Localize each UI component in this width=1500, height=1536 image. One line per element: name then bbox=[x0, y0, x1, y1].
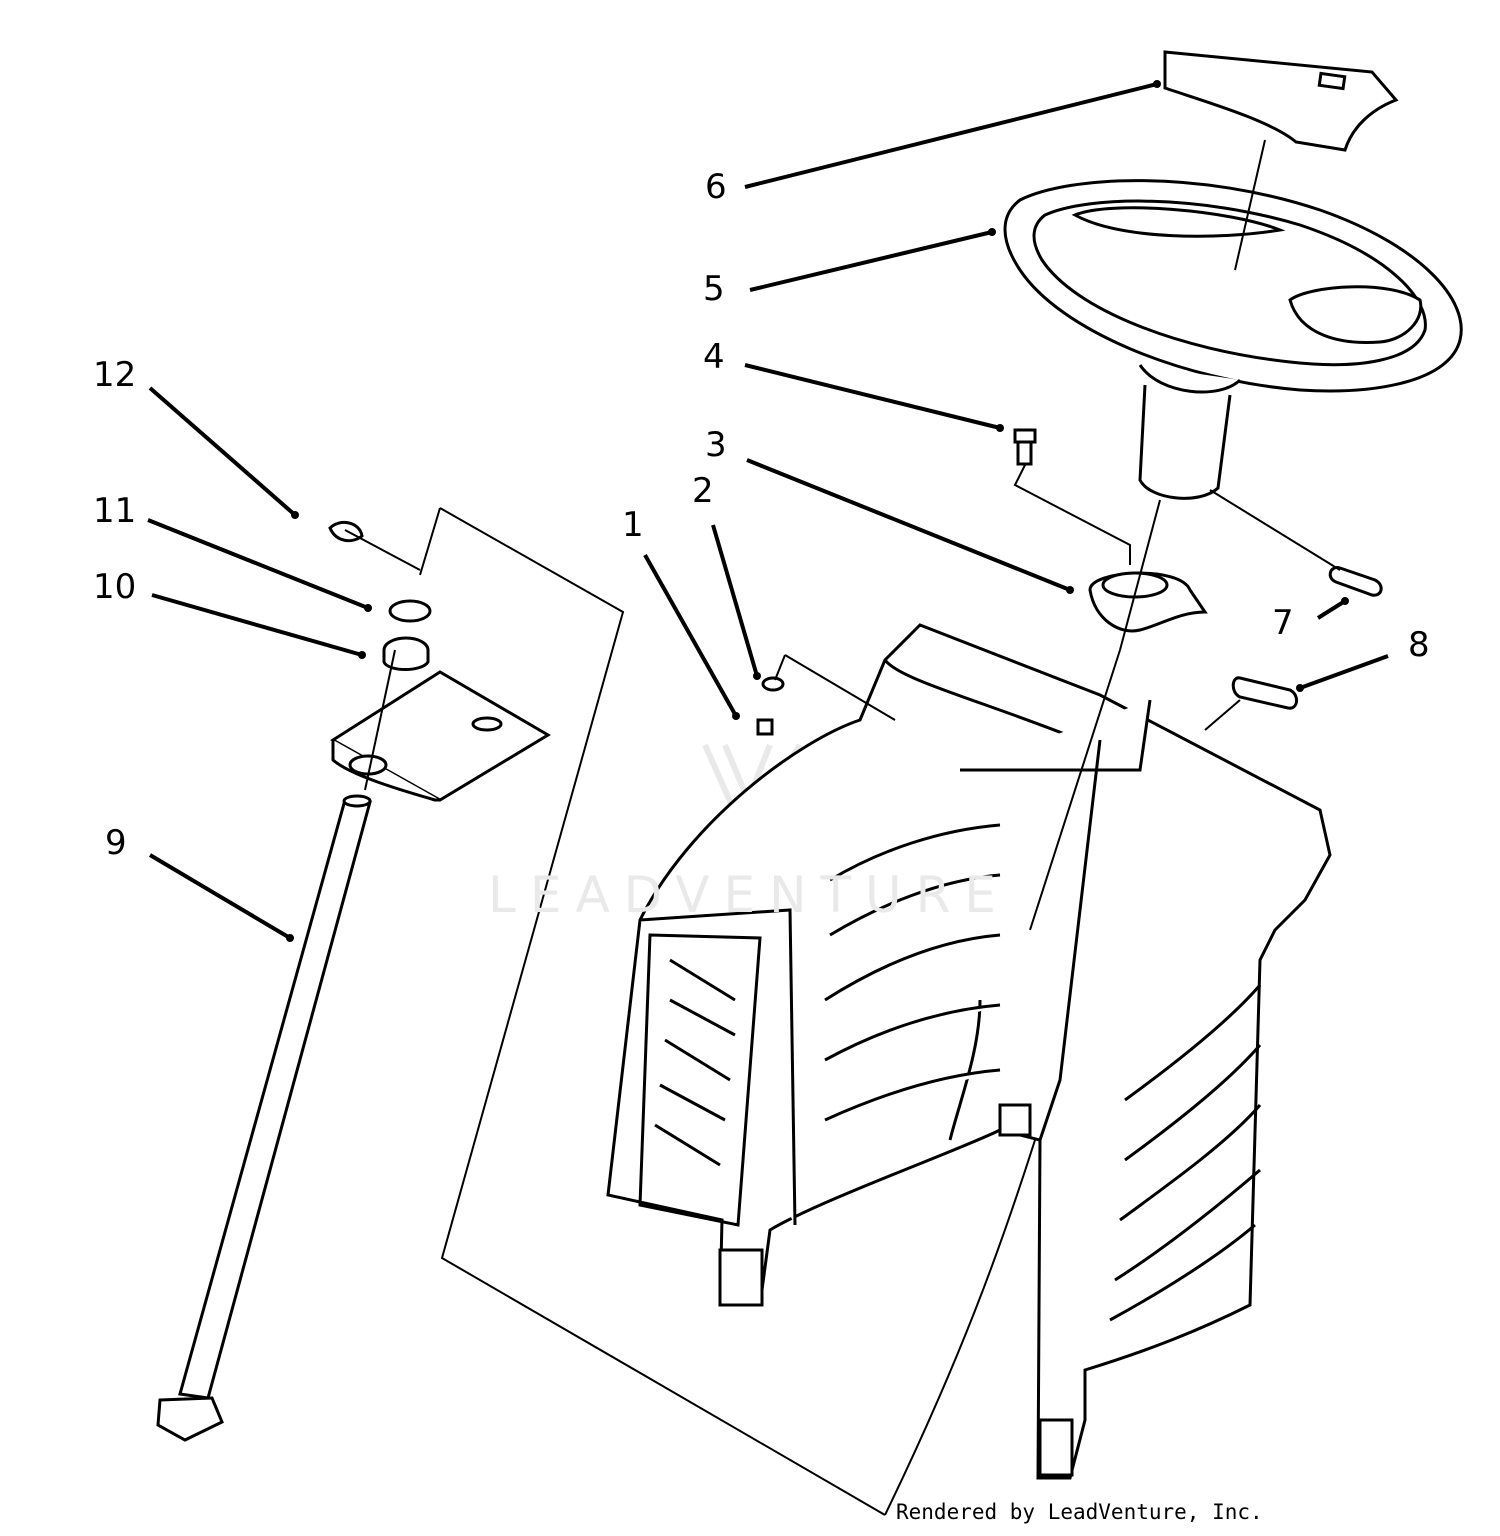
steering-hub bbox=[1088, 571, 1208, 633]
callout-2: 2 bbox=[692, 471, 714, 511]
callout-3: 3 bbox=[705, 425, 727, 465]
steering-shaft bbox=[156, 794, 372, 1442]
dashboard-console bbox=[606, 623, 1332, 1480]
callout-4: 4 bbox=[703, 337, 725, 377]
rendered-by-credit: Rendered by LeadVenture, Inc. bbox=[896, 1500, 1263, 1524]
callout-1: 1 bbox=[622, 505, 644, 545]
callout-10: 10 bbox=[93, 567, 137, 607]
callout-11: 11 bbox=[93, 491, 137, 531]
ring-washer-bushing bbox=[328, 520, 432, 671]
steering-wheel-cap bbox=[1163, 50, 1399, 152]
washer-nut bbox=[756, 676, 785, 736]
callout-6: 6 bbox=[705, 167, 727, 207]
callout-8: 8 bbox=[1408, 625, 1430, 665]
mounting-bracket bbox=[330, 670, 551, 802]
steering-wheel bbox=[1003, 179, 1463, 500]
callout-7: 7 bbox=[1272, 603, 1294, 643]
callout-9: 9 bbox=[105, 823, 127, 863]
watermark-text: LEADVENTURE bbox=[488, 866, 1010, 924]
callout-leaders bbox=[147, 82, 1389, 940]
bolt bbox=[1013, 428, 1037, 466]
insert bbox=[1231, 676, 1298, 710]
roll-pin bbox=[1328, 566, 1383, 597]
assembly-lines bbox=[344, 139, 1341, 1516]
callout-12: 12 bbox=[93, 355, 137, 395]
callout-5: 5 bbox=[703, 269, 725, 309]
callout-dots bbox=[286, 80, 1349, 942]
